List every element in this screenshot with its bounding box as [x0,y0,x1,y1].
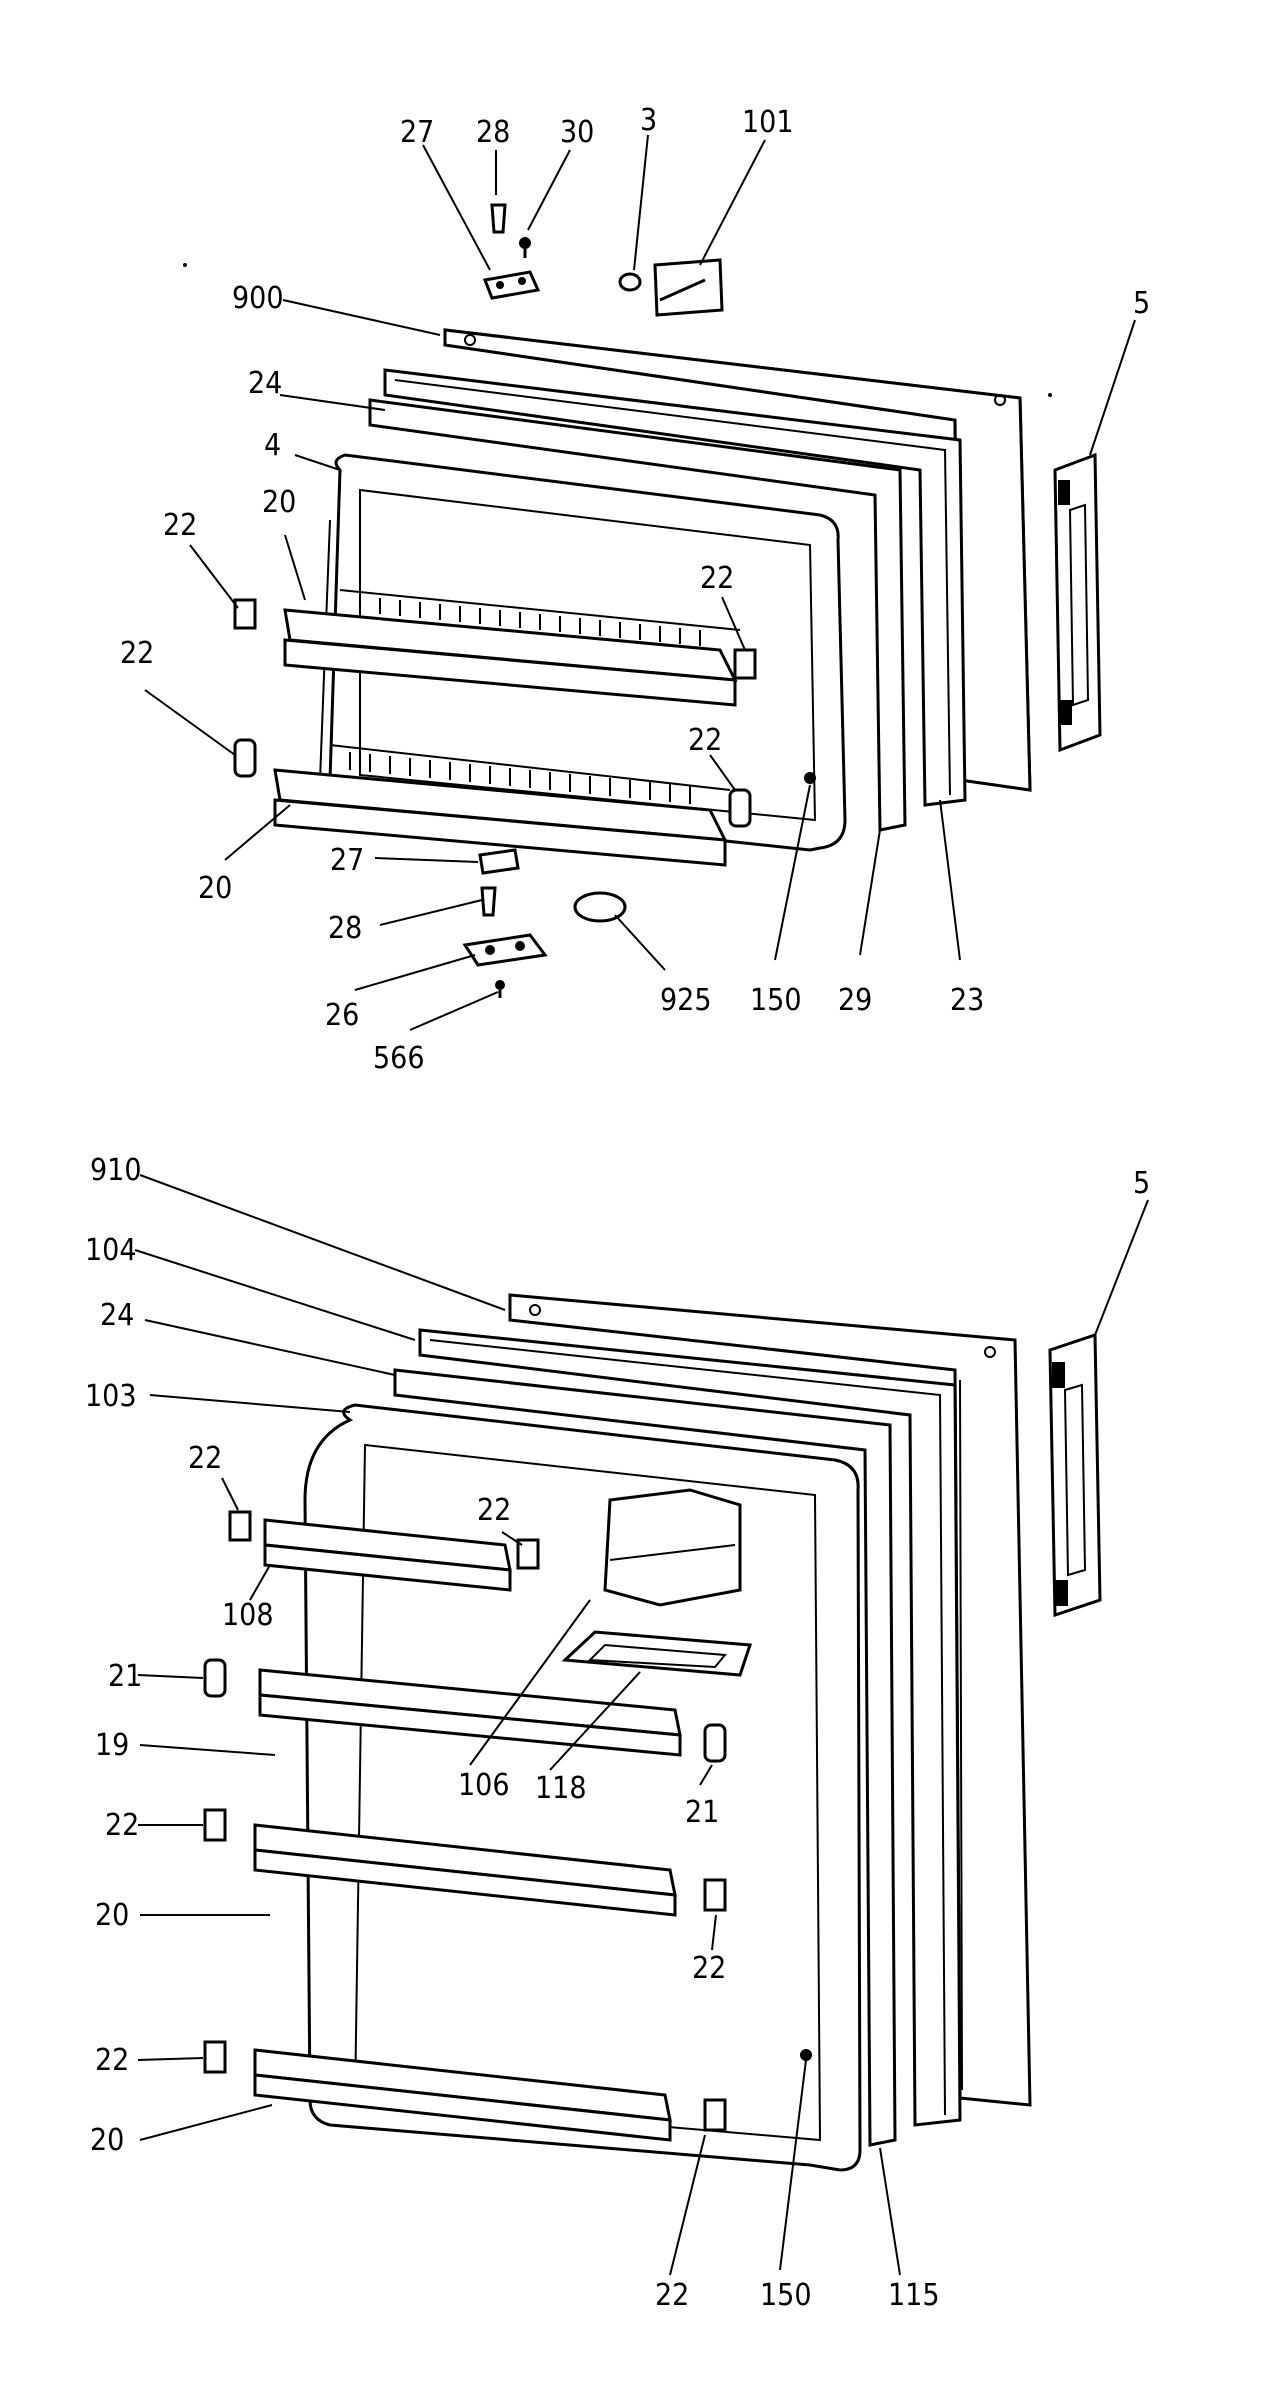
callout-26: 26 [325,998,359,1033]
callout-22-bottom-left: 22 [95,2043,129,2078]
shelf-clip-22-r2 [703,1878,727,1912]
callout-925: 925 [660,983,712,1018]
callout-29: 29 [838,983,872,1018]
shelf-clip-22-l1 [228,1510,252,1542]
callout-118: 118 [535,1771,587,1806]
shelf-clip-22d [728,788,752,828]
callout-28-bottom: 28 [328,911,362,946]
callout-20-bottom: 20 [90,2123,124,2158]
speck [183,263,187,267]
callout-22-right-a: 22 [700,561,734,596]
lower-callouts: 910 5 104 24 103 22 22 108 21 19 106 118… [85,1153,1150,2313]
upper-leader-lines [144,134,1136,1031]
shelf-20-middle [253,1823,677,1917]
callout-23: 23 [950,983,984,1018]
callout-22-top-mid: 22 [477,1493,511,1528]
callout-910: 910 [90,1153,142,1188]
callout-22-right-b: 22 [688,723,722,758]
callout-28-top: 28 [476,115,510,150]
callout-5-lower: 5 [1133,1166,1150,1201]
door-handle-5-lower [1048,1332,1102,1618]
hinge-27-bottom [478,848,520,875]
callout-108: 108 [222,1598,274,1633]
screw-30 [519,237,531,258]
callout-20-middle: 20 [95,1898,129,1933]
shelf-clip-21-left [203,1658,227,1698]
fresh-food-door-assembly: 910 5 104 24 103 22 22 108 21 19 106 118… [85,1153,1150,2313]
callout-19: 19 [95,1728,129,1763]
callout-106: 106 [458,1768,510,1803]
callout-22-mid-right: 22 [692,1951,726,1986]
callout-22-left-a: 22 [163,508,197,543]
lower-leader-lines [134,1174,1149,2276]
callout-27-bottom: 27 [330,843,364,878]
callout-3: 3 [640,103,657,138]
callout-30: 30 [560,115,594,150]
butter-tray-118 [561,1630,753,1677]
shelf-clip-22-r3 [703,2098,727,2132]
callout-27-top: 27 [400,115,434,150]
hinge-bracket-26 [462,933,548,967]
plug-3 [618,272,642,292]
callout-104: 104 [85,1233,137,1268]
cap-925 [573,891,627,923]
screw-150-upper [804,772,816,784]
speck [1048,393,1052,397]
freezer-door-assembly: 27 28 30 3 101 900 5 24 4 20 22 22 22 22… [120,103,1150,1076]
door-gasket-23 [383,368,967,807]
callout-101: 101 [742,105,794,140]
callout-22-left-b: 22 [120,636,154,671]
shelf-20-bottom [253,2048,672,2142]
callout-566: 566 [373,1041,425,1076]
shelf-19 [258,1668,682,1757]
callout-22-top-left: 22 [188,1441,222,1476]
dairy-compartment-106 [603,1488,742,1607]
shelf-108 [263,1518,512,1592]
callout-4: 4 [264,428,281,463]
callout-900: 900 [232,281,284,316]
frame-24-lower [393,1368,897,2147]
shelf-clip-22b [233,738,257,778]
callout-20-lower: 20 [198,871,232,906]
door-gasket-104 [418,1328,962,2127]
shelf-clip-22-m1 [516,1538,540,1570]
callout-24-lower: 24 [100,1298,134,1333]
screw-28-top [490,203,507,234]
callout-115: 115 [888,2278,940,2313]
callout-21-left: 21 [108,1659,142,1694]
shelf-clip-22c [733,648,757,680]
shelf-clip-22-l3 [203,2040,227,2074]
shelf-clip-21-right [703,1723,727,1763]
callout-22-bottom-right: 22 [655,2278,689,2313]
nameplate-101 [653,258,724,317]
upper-callouts: 27 28 30 3 101 900 5 24 4 20 22 22 22 22… [120,103,1150,1076]
callout-150-lower: 150 [760,2278,812,2313]
shelf-clip-22-l2 [203,1808,227,1842]
callout-150-upper: 150 [750,983,802,1018]
screw-150-lower [800,2049,812,2061]
callout-103: 103 [85,1379,137,1414]
callout-20-upper: 20 [262,485,296,520]
callout-24-top: 24 [248,366,282,401]
screw-566 [495,980,505,998]
hinge-27-top [482,270,541,300]
callout-5-top: 5 [1133,286,1150,321]
door-handle-5 [1053,452,1102,753]
screw-28-bottom [480,886,497,917]
shelf-clip-22a [233,598,257,630]
callout-21-right: 21 [685,1795,719,1830]
freezer-shelf-upper [283,589,741,707]
callout-22-mid-left: 22 [105,1808,139,1843]
